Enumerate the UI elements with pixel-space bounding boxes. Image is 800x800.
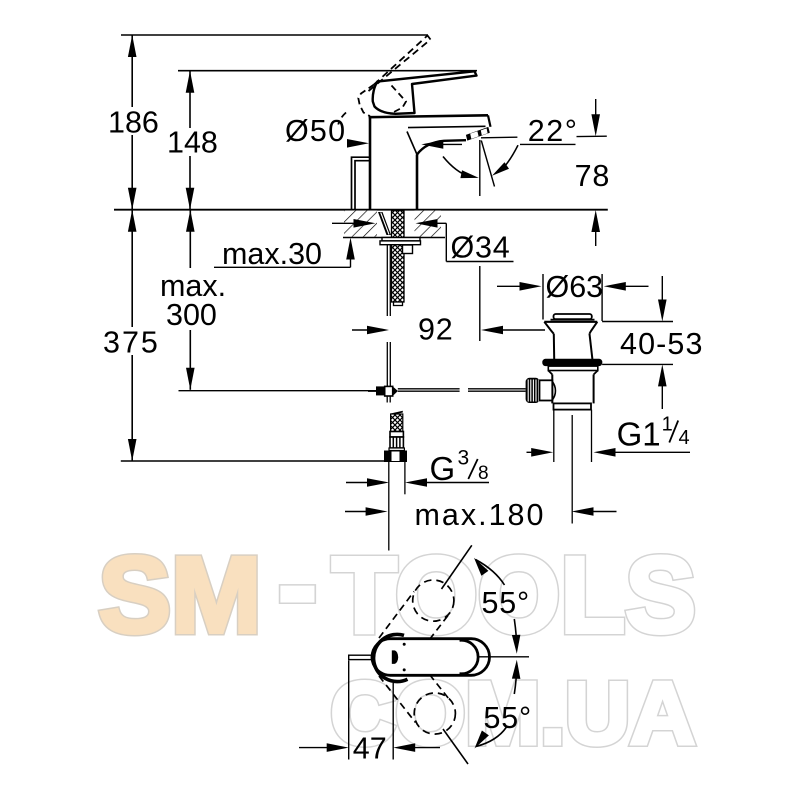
svg-text:375: 375 — [103, 326, 160, 360]
svg-text:SM: SM — [99, 535, 262, 655]
svg-text:55°: 55° — [482, 586, 531, 620]
svg-text:3: 3 — [458, 447, 470, 470]
svg-text:40-53: 40-53 — [620, 327, 704, 361]
svg-text:148: 148 — [167, 125, 218, 159]
svg-text:max.180: max.180 — [415, 498, 546, 532]
svg-text:max.30: max.30 — [222, 237, 322, 271]
svg-text:92: 92 — [418, 313, 454, 347]
svg-text:22°: 22° — [528, 114, 579, 148]
svg-text:-: - — [278, 525, 317, 645]
svg-text:Ø34: Ø34 — [451, 230, 511, 264]
svg-text:55°: 55° — [484, 701, 533, 735]
svg-text:47: 47 — [353, 731, 387, 765]
svg-text:8: 8 — [478, 463, 489, 484]
svg-text:1: 1 — [662, 414, 673, 436]
svg-text:SM: SM — [99, 535, 262, 655]
svg-text:4: 4 — [679, 427, 690, 449]
svg-text:Ø50: Ø50 — [285, 114, 346, 148]
svg-text:-: - — [278, 525, 317, 645]
svg-text:300: 300 — [166, 298, 217, 332]
svg-text:186: 186 — [108, 105, 159, 139]
svg-text:G1: G1 — [617, 416, 661, 453]
svg-text:Ø63: Ø63 — [546, 270, 604, 304]
svg-text:max.: max. — [160, 269, 226, 303]
svg-text:G: G — [430, 450, 456, 487]
svg-text:78: 78 — [575, 159, 611, 193]
